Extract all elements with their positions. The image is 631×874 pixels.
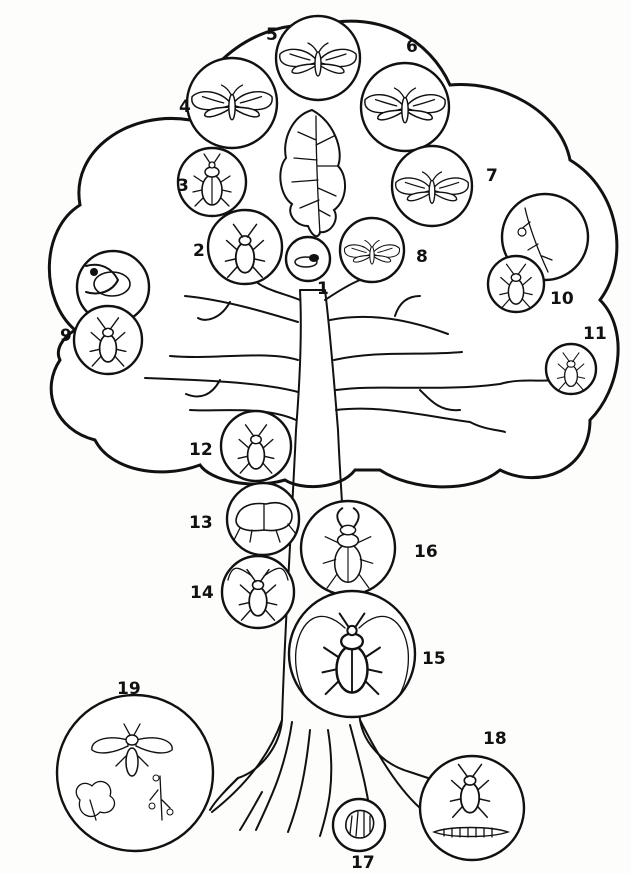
specimen-19-wasp [57,695,213,851]
label-14: 14 [190,583,214,603]
label-3: 3 [177,176,189,196]
label-4: 4 [179,97,191,117]
specimen-9-bug [74,306,142,374]
label-2: 2 [193,241,205,261]
specimen-4-moth [187,58,277,148]
label-19: 19 [117,679,141,699]
specimen-12-beetle [221,411,291,481]
label-18: 18 [483,729,507,749]
specimen-2-beetle [208,210,282,284]
label-9: 9 [60,326,72,346]
specimen-17-larva [333,799,385,851]
specimen-11-bug [546,344,596,394]
label-10: 10 [550,289,574,309]
specimen-6-moth [361,63,449,151]
label-12: 12 [189,440,213,460]
label-5: 5 [266,25,278,45]
specimen-5-moth [276,16,360,100]
label-15: 15 [422,649,446,669]
tree-roots [210,720,420,836]
specimen-13-beetle [227,483,299,555]
label-6: 6 [406,37,418,57]
specimen-7-moth [392,146,472,226]
label-16: 16 [414,542,438,562]
specimen-1-beetle [286,237,330,281]
specimen-16-stag-beetle [301,501,395,595]
label-8: 8 [416,247,428,267]
specimen-8-moth [340,218,404,282]
label-11: 11 [583,324,607,344]
specimen-15-longhorn-beetle [289,591,415,717]
specimen-10-bug [488,256,544,312]
specimen-18-beetle-larva [420,756,524,860]
specimen-14-longhorn [222,556,294,628]
label-13: 13 [189,513,213,533]
label-1: 1 [317,279,329,299]
label-7: 7 [486,166,498,186]
label-17: 17 [351,853,375,873]
